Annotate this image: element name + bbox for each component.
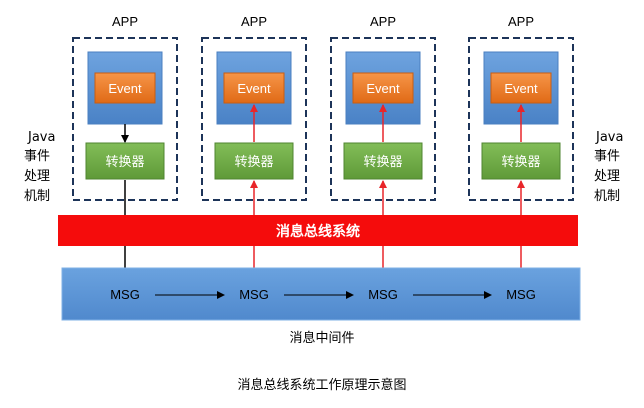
message-bus-bar bbox=[58, 215, 578, 246]
event-box-1 bbox=[94, 72, 156, 104]
app-group-1: APP Event 转换器 bbox=[72, 14, 178, 282]
left-side-label-line-2: 事件 bbox=[24, 149, 50, 164]
app-group-4: APP Event 转换器 bbox=[468, 14, 574, 282]
app-group-3: APP Event 转换器 bbox=[330, 14, 436, 282]
right-side-label-line-4: 机制 bbox=[594, 189, 620, 204]
app-frame-1 bbox=[72, 37, 178, 201]
converter-label-3: 转换器 bbox=[363, 155, 402, 170]
msg-label-3: MSG bbox=[368, 287, 398, 302]
event-box-2 bbox=[223, 72, 285, 104]
left-side-label-line-4: 机制 bbox=[24, 189, 50, 204]
converter-box-2 bbox=[214, 142, 294, 180]
converter-label-1: 转换器 bbox=[105, 155, 144, 170]
right-side-label-line-3: 处理 bbox=[594, 169, 620, 184]
event-label-2: Event bbox=[237, 81, 271, 96]
msg-label-2: MSG bbox=[239, 287, 269, 302]
app-label-2: APP bbox=[241, 14, 267, 29]
msg-label-1: MSG bbox=[110, 287, 140, 302]
event-label-4: Event bbox=[504, 81, 538, 96]
right-side-label-line-2: 事件 bbox=[594, 149, 620, 164]
app-label-3: APP bbox=[370, 14, 396, 29]
converter-box-4 bbox=[481, 142, 561, 180]
converter-label-2: 转换器 bbox=[234, 155, 273, 170]
app-frame-2 bbox=[201, 37, 307, 201]
event-box-4 bbox=[490, 72, 552, 104]
converter-label-4: 转换器 bbox=[501, 155, 540, 170]
app-frame-4 bbox=[468, 37, 574, 201]
middleware-label: 消息中间件 bbox=[289, 330, 354, 346]
middleware-bar bbox=[61, 267, 581, 321]
left-side-label-line-3: 处理 bbox=[24, 169, 50, 184]
message-bus-label: 消息总线系统 bbox=[276, 223, 360, 240]
event-box-3 bbox=[352, 72, 414, 104]
app-group-2: APP Event 转换器 bbox=[201, 14, 307, 282]
converter-box-3 bbox=[343, 142, 423, 180]
app-frame-3 bbox=[330, 37, 436, 201]
left-side-label-line-1: Java bbox=[27, 130, 55, 145]
app-label-4: APP bbox=[508, 14, 534, 29]
right-side-label-line-1: Java bbox=[595, 130, 623, 145]
app-label-1: APP bbox=[112, 14, 138, 29]
diagram-caption: 消息总线系统工作原理示意图 bbox=[237, 377, 406, 393]
event-label-1: Event bbox=[108, 81, 142, 96]
msg-label-4: MSG bbox=[506, 287, 536, 302]
converter-box-1 bbox=[85, 142, 165, 180]
event-label-3: Event bbox=[366, 81, 400, 96]
